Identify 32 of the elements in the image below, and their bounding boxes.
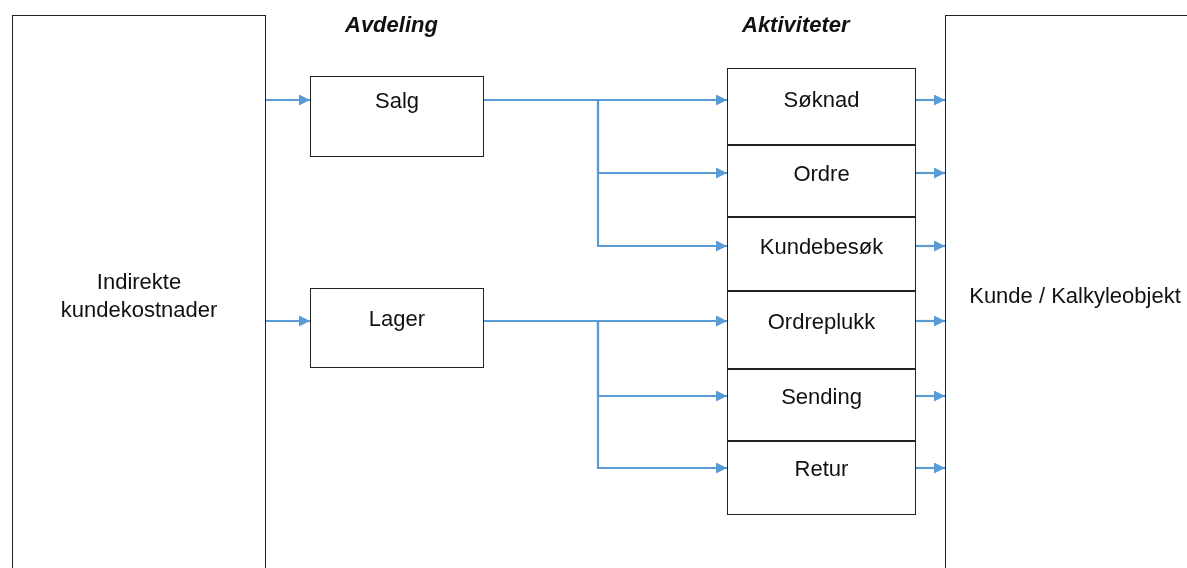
panel-box	[12, 15, 266, 568]
arrow	[266, 315, 310, 327]
process-box	[727, 217, 916, 291]
process-box	[310, 76, 484, 157]
box-label: Kundebesøk	[759, 233, 884, 261]
arrow	[916, 167, 945, 179]
process-box	[727, 291, 916, 369]
arrow	[916, 462, 945, 474]
process-box	[727, 369, 916, 441]
box-label: Ordreplukk	[767, 308, 876, 336]
column-heading: Avdeling	[345, 12, 438, 38]
arrow	[484, 98, 727, 252]
arrow	[916, 315, 945, 327]
arrow	[916, 390, 945, 402]
box-label: Ordre	[793, 160, 850, 188]
process-box	[727, 441, 916, 515]
box-label: Salg	[374, 87, 419, 115]
process-box	[727, 68, 916, 145]
box-label: Indirekte kundekostnader	[59, 267, 219, 324]
box-label: Kunde / Kalkyleobjekt	[969, 281, 1181, 310]
arrow	[916, 94, 945, 106]
arrow	[484, 319, 727, 474]
process-box	[727, 145, 916, 217]
arrow	[266, 94, 310, 106]
box-label: Søknad	[783, 86, 860, 114]
column-heading: Aktiviteter	[742, 12, 850, 38]
process-box	[310, 288, 484, 368]
box-label: Lager	[368, 305, 426, 333]
arrow	[916, 240, 945, 252]
panel-box	[945, 15, 1187, 568]
box-label: Retur	[794, 455, 849, 483]
box-label: Sending	[781, 383, 862, 411]
